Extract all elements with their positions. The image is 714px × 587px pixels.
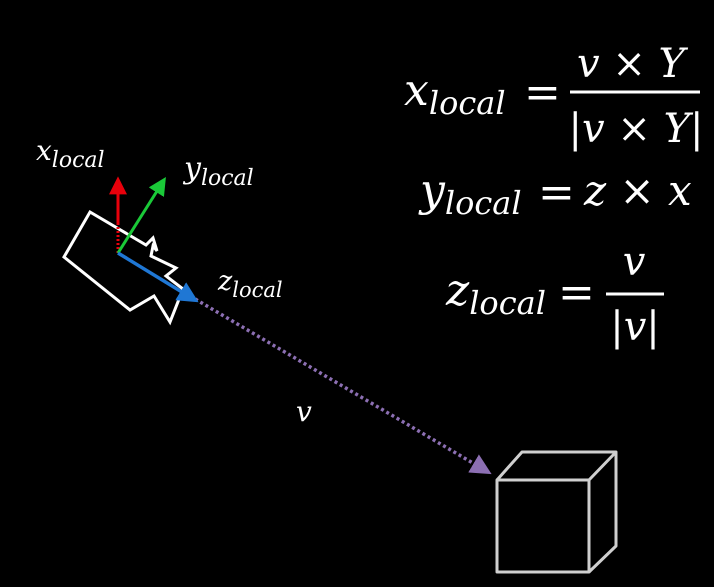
z-axis-label: zlocal [217,266,283,302]
cube-icon [495,450,618,574]
equation-y-local: ylocal = z × x [418,165,692,222]
svg-text:=: = [524,67,561,118]
z-axis-arrow [117,251,199,303]
svg-text:v: v [623,239,646,285]
svg-text:z × x: z × x [583,166,692,215]
y-axis-label: ylocal [182,151,254,191]
vector-v-label: v [296,395,312,428]
svg-text:zlocal: zlocal [445,265,546,322]
camera-icon [62,209,185,326]
svg-text:|v|: |v| [610,304,660,350]
svg-text:ylocal: ylocal [418,165,522,222]
equation-x-local: xlocal = v × Y |v × Y| [404,41,703,152]
svg-text:v × Y: v × Y [577,41,689,87]
svg-text:=: = [538,167,575,218]
equation-z-local: zlocal = v |v| [445,239,664,350]
svg-text:xlocal: xlocal [404,65,506,122]
view-vector-line [189,294,492,475]
x-axis-label: xlocal [36,134,105,173]
svg-text:|v × Y|: |v × Y| [569,106,704,152]
y-axis-arrow [116,176,166,254]
svg-text:=: = [558,267,595,318]
